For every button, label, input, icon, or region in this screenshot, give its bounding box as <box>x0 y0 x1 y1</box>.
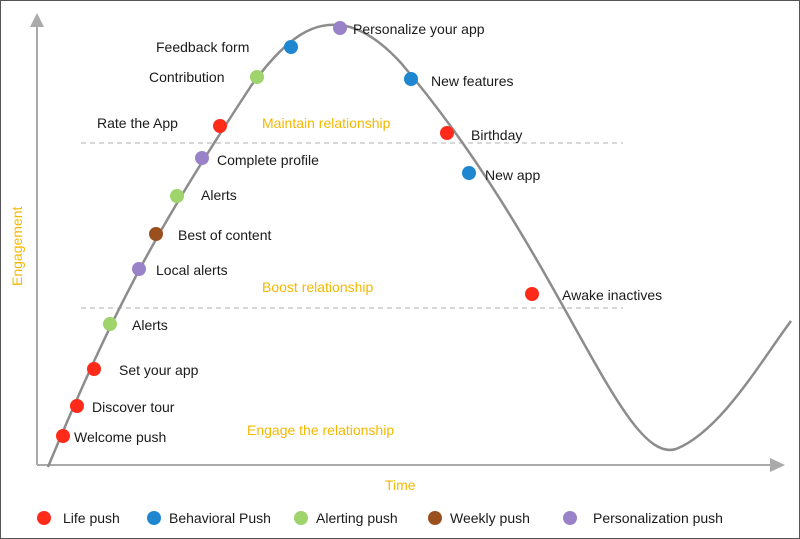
point-label-set-your-app: Set your app <box>119 362 199 378</box>
point-label-local-alerts: Local alerts <box>156 262 228 278</box>
point-label-best-of-content: Best of content <box>178 227 272 243</box>
legend-swatch-life <box>37 511 51 525</box>
legend: Life push Behavioral Push Alerting push … <box>37 510 723 526</box>
legend-label-behavioral: Behavioral Push <box>169 510 271 526</box>
legend-swatch-alerting <box>294 511 308 525</box>
point-dot <box>149 227 163 241</box>
point-label-personalize-your-app: Personalize your app <box>353 21 485 37</box>
point-markers <box>56 21 539 443</box>
point-label-birthday: Birthday <box>471 127 522 143</box>
zone-label-boost: Boost relationship <box>262 279 374 295</box>
legend-label-personalization: Personalization push <box>593 510 723 526</box>
point-label-feedback-form: Feedback form <box>156 39 249 55</box>
point-dot <box>284 40 298 54</box>
point-label-awake-inactives: Awake inactives <box>562 287 662 303</box>
point-dot <box>132 262 146 276</box>
y-axis-label: Engagement <box>9 206 25 286</box>
point-dot <box>404 72 418 86</box>
point-dot <box>56 429 70 443</box>
point-label-discover-tour: Discover tour <box>92 399 175 415</box>
point-label-alerts-upper: Alerts <box>201 187 237 203</box>
point-dot <box>170 189 184 203</box>
point-label-complete-profile: Complete profile <box>217 152 319 168</box>
engagement-curve <box>46 23 793 468</box>
point-dot <box>333 21 347 35</box>
point-label-welcome-push: Welcome push <box>74 429 166 445</box>
legend-swatch-behavioral <box>147 511 161 525</box>
y-axis-arrow <box>30 13 44 27</box>
point-dot <box>250 70 264 84</box>
point-dot <box>70 399 84 413</box>
point-label-contribution: Contribution <box>149 69 225 85</box>
legend-swatch-personalization <box>563 511 577 525</box>
zone-label-engage: Engage the relationship <box>247 422 394 438</box>
point-dot <box>213 119 227 133</box>
point-label-alerts-lower: Alerts <box>132 317 168 333</box>
point-dot <box>462 166 476 180</box>
zone-label-maintain: Maintain relationship <box>262 115 391 131</box>
legend-label-life: Life push <box>63 510 120 526</box>
legend-label-weekly: Weekly push <box>450 510 530 526</box>
x-axis-label: Time <box>385 477 416 493</box>
point-label-new-features: New features <box>431 73 513 89</box>
point-dot <box>525 287 539 301</box>
point-dot <box>103 317 117 331</box>
point-label-rate-the-app: Rate the App <box>97 115 178 131</box>
point-dot <box>440 126 454 140</box>
legend-swatch-weekly <box>428 511 442 525</box>
point-dot <box>195 151 209 165</box>
x-axis-arrow <box>770 458 785 472</box>
point-label-new-app: New app <box>485 167 540 183</box>
point-dot <box>87 362 101 376</box>
legend-label-alerting: Alerting push <box>316 510 398 526</box>
